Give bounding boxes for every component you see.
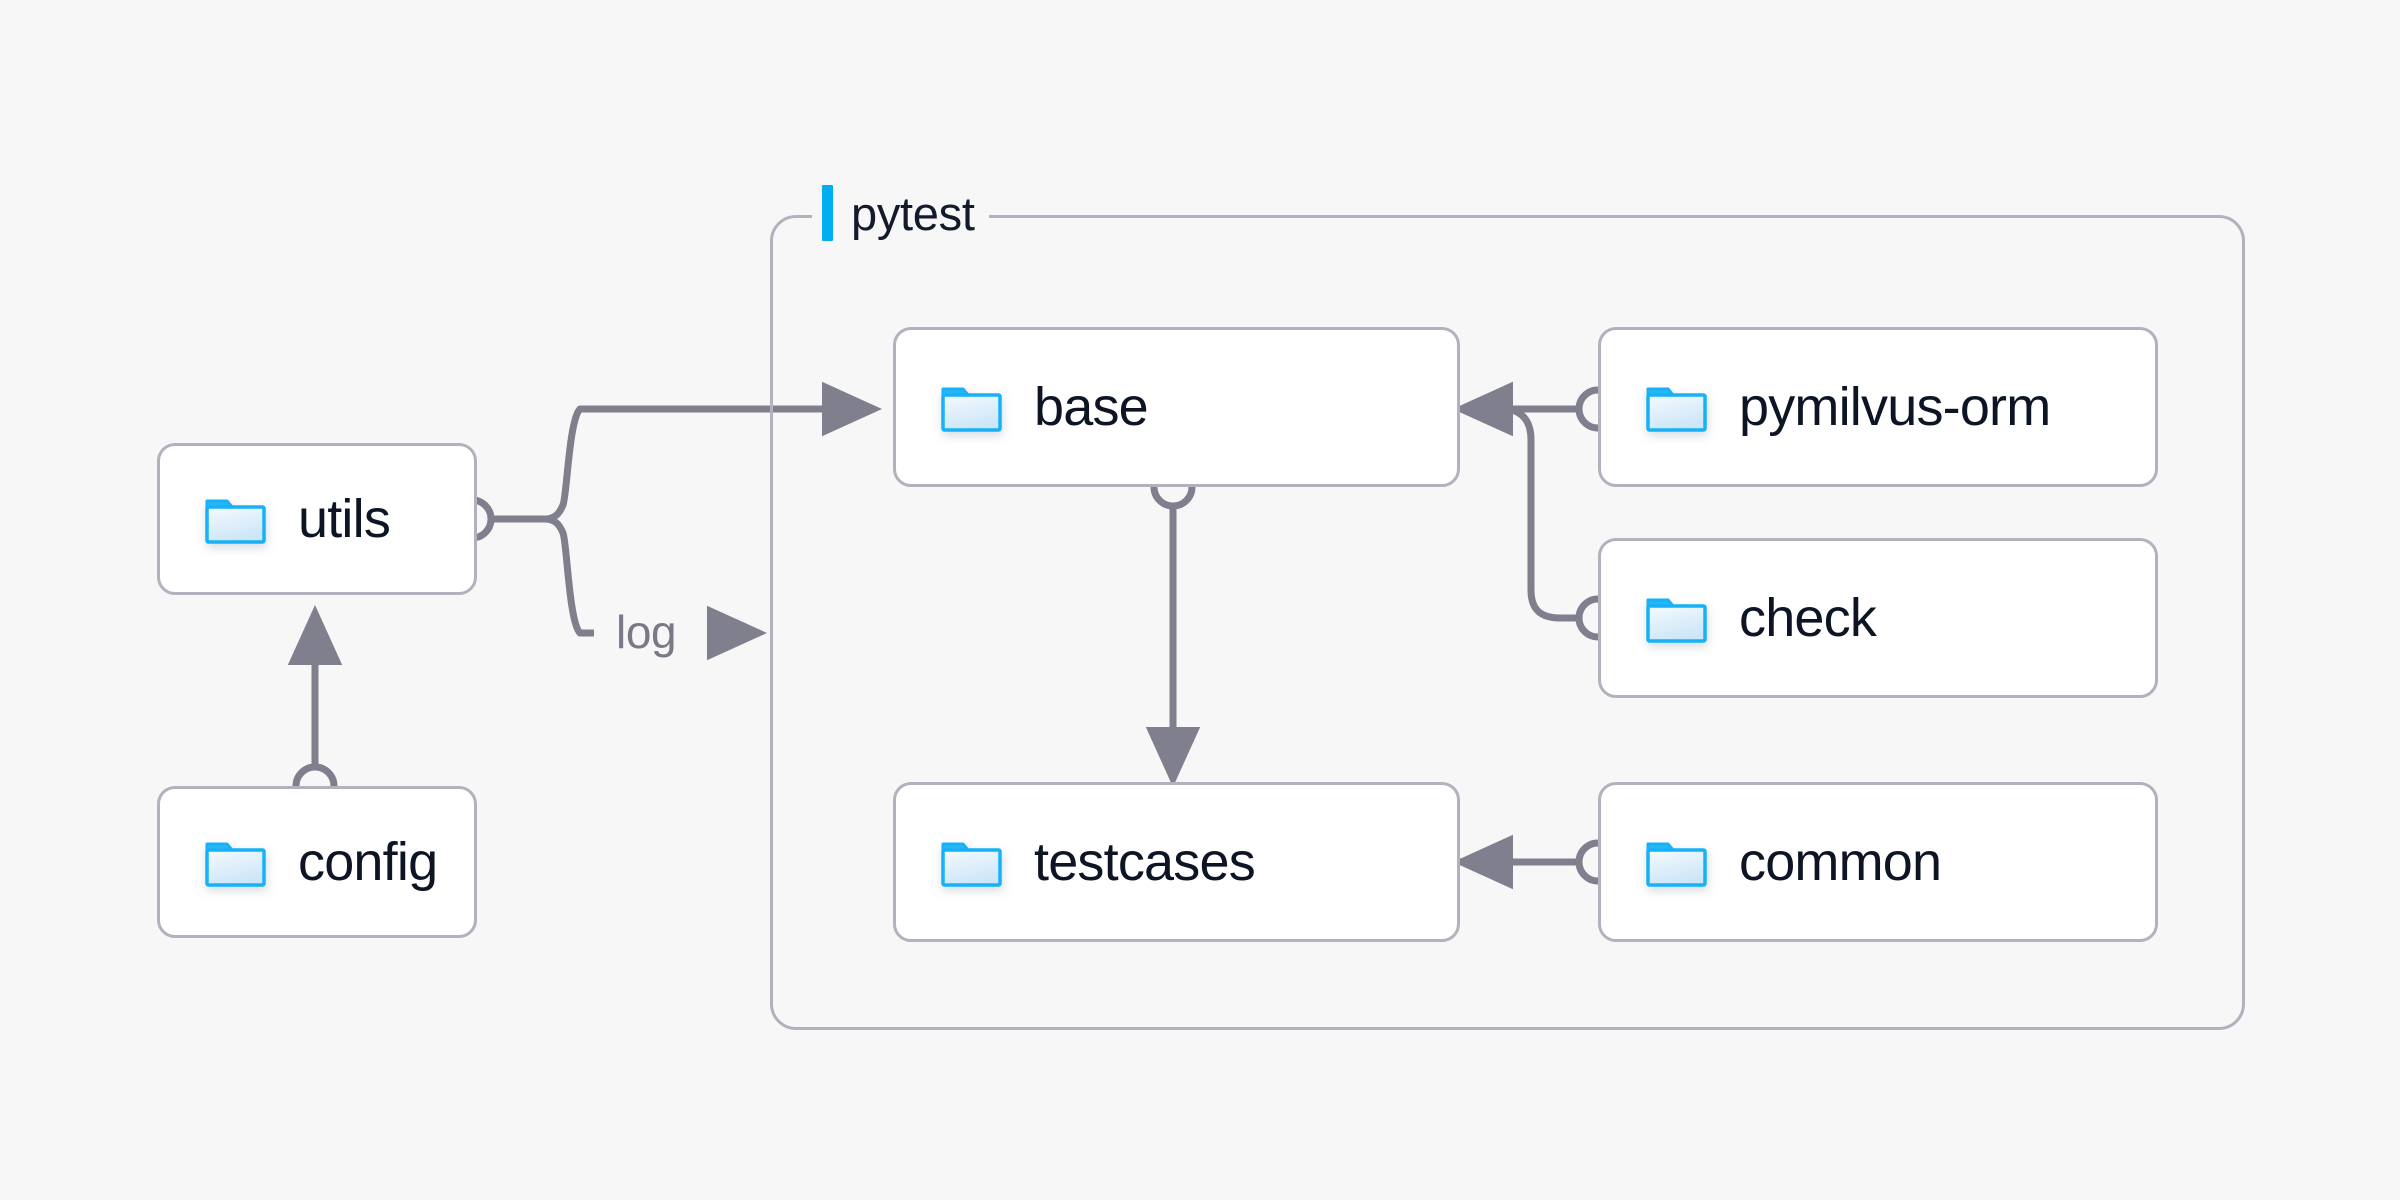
node-base[interactable]: base — [893, 327, 1460, 487]
node-label: testcases — [1034, 832, 1256, 892]
edge-label-log: log — [608, 609, 685, 655]
folder-icon — [940, 380, 1004, 434]
node-label: pymilvus-orm — [1739, 377, 2051, 437]
node-label: common — [1739, 832, 1942, 892]
folder-icon — [940, 835, 1004, 889]
node-label: base — [1034, 377, 1149, 437]
group-container-pytest — [770, 215, 2245, 1030]
node-label: check — [1739, 588, 1877, 648]
folder-icon — [204, 835, 268, 889]
node-label: utils — [298, 489, 391, 549]
folder-icon — [1645, 835, 1709, 889]
node-config[interactable]: config — [157, 786, 477, 938]
wire-utils-to-log — [544, 515, 594, 637]
node-testcases[interactable]: testcases — [893, 782, 1460, 942]
folder-icon — [1645, 591, 1709, 645]
node-common[interactable]: common — [1598, 782, 2158, 942]
folder-icon — [204, 492, 268, 546]
group-header-pytest: pytest — [812, 176, 989, 250]
node-label: config — [298, 832, 438, 892]
group-accent-bar-icon — [822, 185, 833, 241]
folder-icon — [1645, 380, 1709, 434]
node-check[interactable]: check — [1598, 538, 2158, 698]
group-title: pytest — [851, 186, 975, 240]
node-utils[interactable]: utils — [157, 443, 477, 595]
node-pymilvus-orm[interactable]: pymilvus-orm — [1598, 327, 2158, 487]
